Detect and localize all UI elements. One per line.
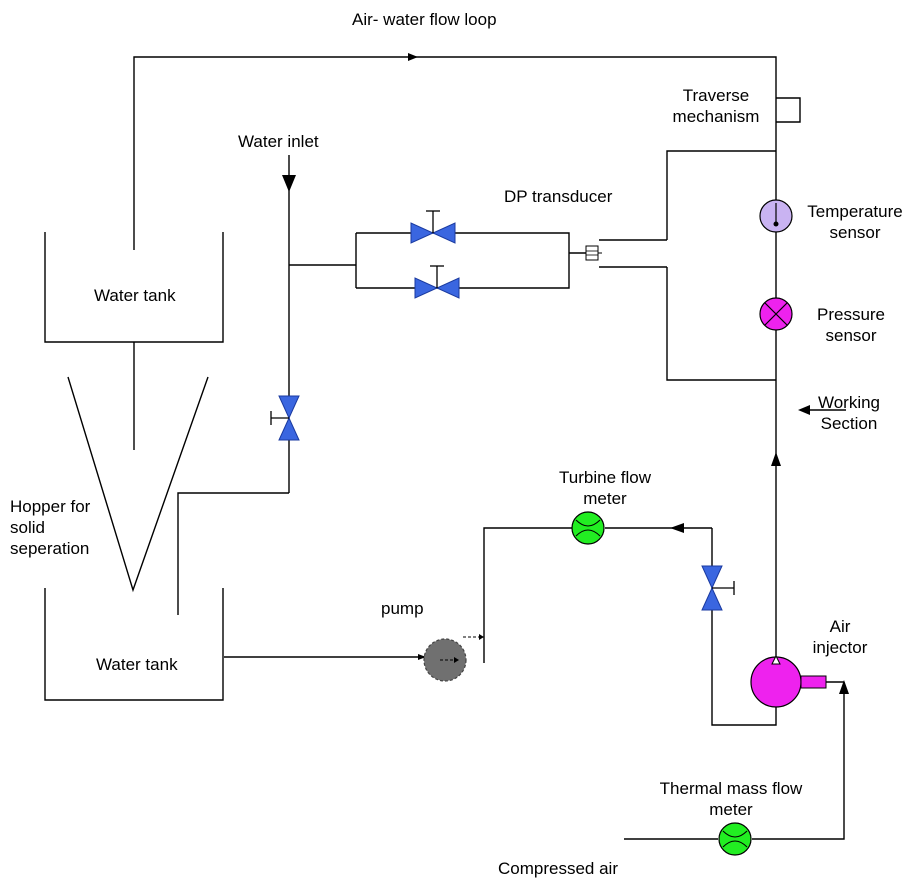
pump-label: pump (381, 599, 424, 618)
flow-meter-icon[interactable] (718, 822, 752, 856)
loop-title: Air- water flow loop (352, 10, 497, 29)
working-section-label: Working Section (817, 393, 881, 433)
hopper (67, 342, 209, 593)
pump-discharge-pipe (224, 523, 777, 726)
return-flow-arrow (408, 53, 418, 61)
temperature-sensor-label: Temperature sensor (807, 202, 903, 242)
pump-icon[interactable] (423, 634, 484, 682)
dp-transducer-label: DP transducer (504, 187, 613, 206)
air-injector-label: Air injector (812, 617, 868, 657)
water-tank-top-label: Water tank (94, 286, 176, 305)
pressure-sensor-label: Pressure sensor (816, 305, 886, 345)
turbine-flow-arrow (670, 523, 684, 533)
water-inlet-pipe (177, 155, 296, 615)
traverse-mechanism (776, 97, 801, 123)
air-injector-icon[interactable] (750, 654, 827, 708)
gate-valve-icon[interactable] (414, 265, 460, 299)
air-supply-pipe (624, 680, 849, 840)
upflow-arrow (771, 452, 781, 466)
water-tank-bottom (44, 588, 224, 701)
valve-manifold-pipe (289, 232, 570, 289)
pressure-gauge-icon[interactable] (759, 297, 793, 331)
working-section-bracket (666, 150, 776, 381)
flow-meter-icon[interactable] (571, 511, 605, 545)
gate-valve-icon[interactable] (701, 565, 735, 611)
working-section-pointer (798, 405, 846, 415)
compressed-air-label: Compressed air (498, 859, 618, 878)
water-inlet-arrow (282, 175, 296, 192)
return-loop-pipe (133, 53, 777, 250)
hopper-label: Hopper for solid seperation (10, 497, 91, 558)
dp-transducer-leads (569, 239, 667, 268)
water-tank-bottom-label: Water tank (96, 655, 178, 674)
gate-valve-icon[interactable] (270, 395, 300, 441)
water-inlet-label: Water inlet (238, 132, 319, 151)
turbine-flow-meter-label: Turbine flow meter (559, 468, 651, 508)
air-flow-arrow (839, 680, 849, 694)
dp-transducer-icon[interactable] (585, 245, 602, 261)
thermometer-gauge-icon[interactable] (759, 199, 793, 233)
gate-valve-icon[interactable] (410, 210, 456, 244)
traverse-mechanism-label: Traverse mechanism (672, 86, 760, 126)
thermal-mass-flow-meter-label: Thermal mass flow meter (659, 779, 803, 819)
working-section-pipe (771, 100, 781, 680)
